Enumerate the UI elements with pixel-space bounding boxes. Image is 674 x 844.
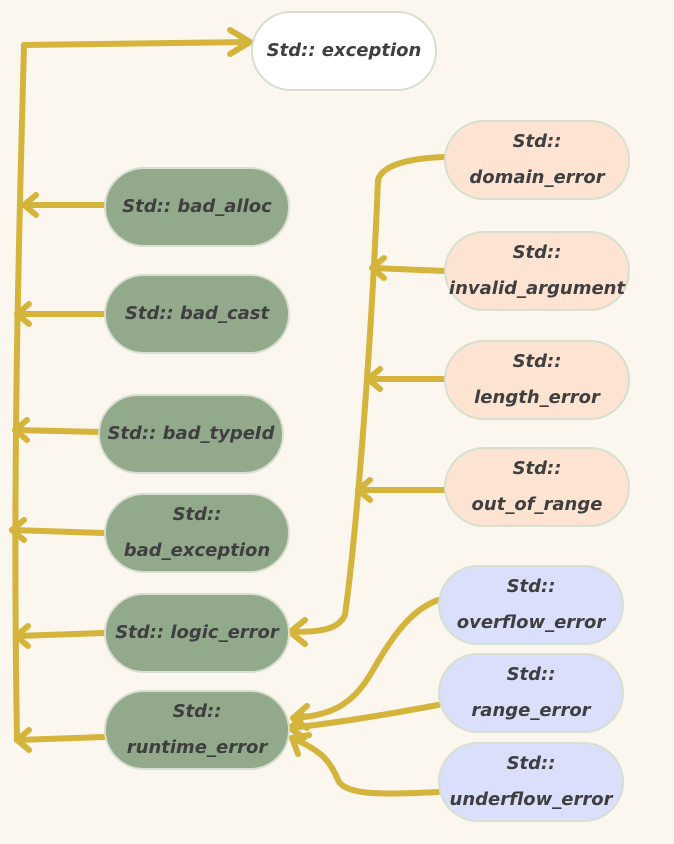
arrow-invalid-argument: [369, 265, 448, 274]
node-std-runtime-error: Std:: runtime_error: [104, 690, 290, 770]
node-std-underflow-error: Std:: underflow_error: [438, 742, 624, 822]
node-label: Std:: length_error: [474, 351, 600, 408]
node-std-out-of-range: Std:: out_of_range: [444, 447, 630, 527]
arrowhead-logic-trunk: [287, 617, 308, 647]
arrowhead-length-error: [365, 366, 383, 392]
node-std-domain-error: Std:: domain_error: [444, 120, 630, 200]
arrowhead-logic-error: [13, 623, 31, 649]
arrow-bad-exception: [9, 527, 107, 536]
node-label-line1: Std::: [172, 504, 222, 525]
node-label: Std:: logic_error: [115, 622, 279, 643]
arrowhead-bad-exception: [9, 517, 27, 543]
arrow-logic-error: [13, 630, 107, 639]
trunk-line-logic-children: [287, 154, 448, 635]
node-std-bad-alloc: Std:: bad_alloc: [104, 167, 290, 247]
arrowhead-invalid-argument: [369, 255, 387, 281]
node-std-logic-error: Std:: logic_error: [104, 593, 290, 673]
node-label-line1: Std::: [512, 242, 562, 263]
node-label: Std:: bad_typeId: [107, 423, 275, 444]
arrowhead-bad-alloc: [21, 192, 39, 218]
arrowhead-runtime-error: [14, 727, 32, 753]
node-label: Std:: bad_alloc: [122, 196, 272, 217]
node-label: Std:: exception: [266, 40, 422, 61]
arrow-runtime-error: [14, 734, 107, 743]
node-label: Std:: domain_error: [469, 131, 605, 188]
node-label-line2: runtime_error: [126, 737, 268, 758]
arrowhead-out-of-range: [355, 477, 373, 503]
node-std-exception: Std:: exception: [251, 11, 437, 91]
arrowhead-exception: [227, 27, 253, 57]
node-std-invalid-argument: Std:: invalid_argument: [444, 231, 630, 311]
arrow-to-exception: [21, 39, 253, 48]
node-label: Std:: range_error: [471, 664, 591, 721]
node-std-bad-exception: Std:: bad_exception: [104, 493, 290, 573]
trunk-line-std-children: [12, 42, 27, 743]
node-std-bad-cast: Std:: bad_cast: [104, 274, 290, 354]
node-std-overflow-error: Std:: overflow_error: [438, 565, 624, 645]
node-label-line1: Std::: [506, 753, 556, 774]
arrow-bad-typeid: [12, 427, 103, 435]
arrow-range-error: [287, 702, 441, 731]
node-label-line1: Std::: [506, 576, 556, 597]
node-std-bad-typeid: Std:: bad_typeId: [98, 394, 284, 474]
node-label: Std:: bad_cast: [124, 303, 270, 324]
node-label-line2: invalid_argument: [448, 278, 626, 299]
node-label-line2: underflow_error: [449, 789, 613, 810]
node-label-line1: Std::: [172, 701, 222, 722]
node-std-length-error: Std:: length_error: [444, 340, 630, 420]
arrowhead-bad-typeid: [12, 417, 30, 443]
node-std-range-error: Std:: range_error: [438, 653, 624, 733]
arrowhead-underflow-error: [289, 732, 312, 757]
arrowhead-bad-cast: [14, 301, 32, 327]
node-label: Std:: out_of_range: [471, 458, 603, 515]
arrow-overflow-error: [290, 597, 441, 721]
node-label-line2: bad_exception: [123, 540, 271, 561]
arrow-underflow-error: [289, 735, 441, 797]
node-label-line2: overflow_error: [456, 612, 606, 633]
